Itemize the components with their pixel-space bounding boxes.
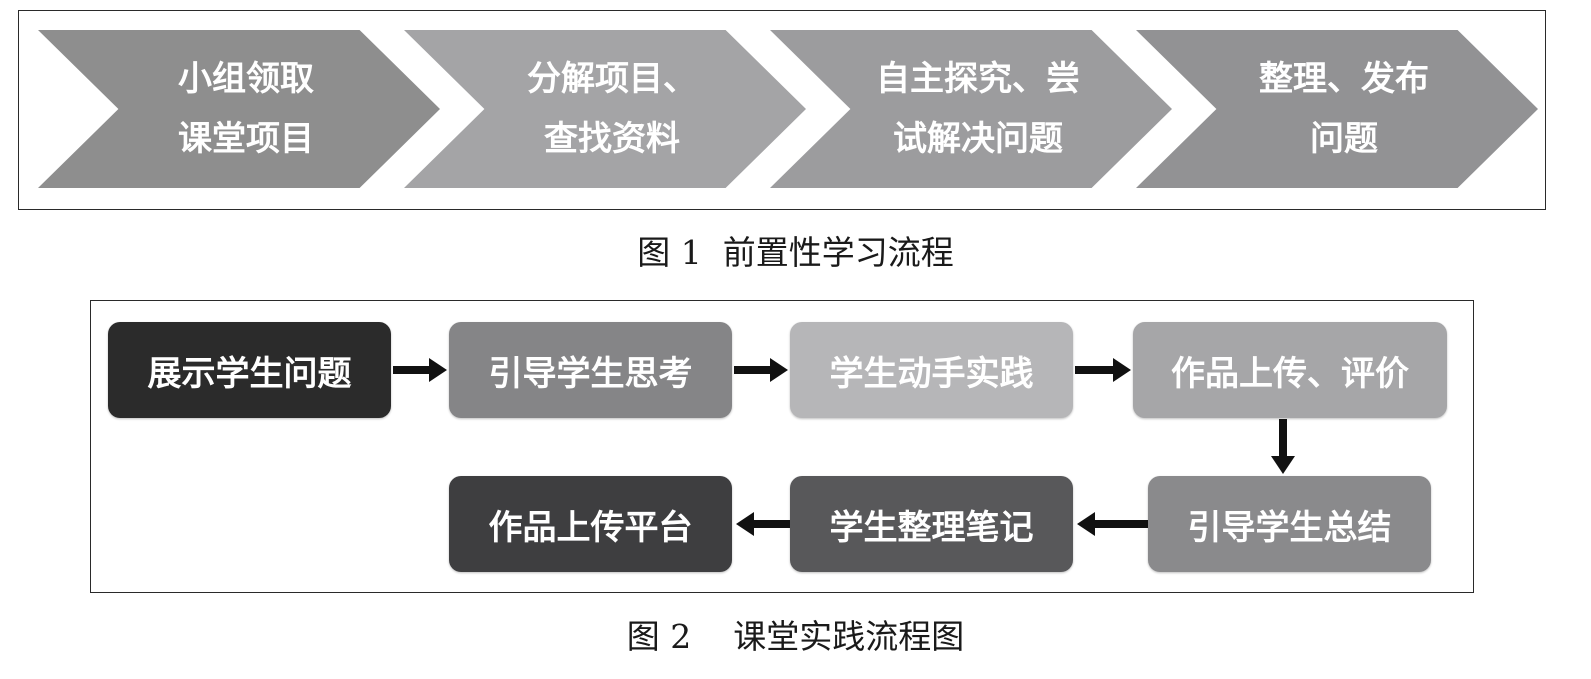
figure-2-caption: 图 2 课堂实践流程图 bbox=[626, 617, 965, 656]
flow-node-upload-evaluate: 作品上传、评价 bbox=[1133, 322, 1447, 418]
chevron-step-3-line-1: 自主探究、尝 bbox=[876, 59, 1080, 99]
chevron-step-1-line-1: 小组领取 bbox=[178, 59, 314, 99]
chevron-step-3-line-2: 试解决问题 bbox=[893, 119, 1063, 159]
chevron-step-4-text: 整理、发布 问题 bbox=[1245, 49, 1429, 169]
flow-node-guide-thinking: 引导学生思考 bbox=[449, 322, 732, 418]
chevron-step-1-line-2: 课堂项目 bbox=[178, 119, 314, 159]
chevron-step-1-text: 小组领取 课堂项目 bbox=[164, 49, 314, 169]
chevron-step-2-line-1: 分解项目、 bbox=[527, 59, 697, 99]
chevron-step-4-line-2: 问题 bbox=[1310, 119, 1378, 159]
flow-node-guide-summary: 引导学生总结 bbox=[1148, 476, 1431, 572]
chevron-step-4: 整理、发布 问题 bbox=[1136, 30, 1538, 188]
flow-node-hands-on-practice: 学生动手实践 bbox=[790, 322, 1073, 418]
flow-node-upload-platform: 作品上传平台 bbox=[449, 476, 732, 572]
chevron-step-3-text: 自主探究、尝 试解决问题 bbox=[862, 49, 1080, 169]
flow-node-show-problem: 展示学生问题 bbox=[108, 322, 391, 418]
figure-1-caption: 图 1 前置性学习流程 bbox=[637, 233, 954, 272]
arrow-right-icon bbox=[734, 358, 788, 382]
arrow-down-icon bbox=[1271, 419, 1295, 474]
chevron-step-2-line-2: 查找资料 bbox=[544, 119, 680, 159]
flow-node-organize-notes: 学生整理笔记 bbox=[790, 476, 1073, 572]
arrow-left-icon bbox=[1077, 512, 1148, 536]
chevron-step-1: 小组领取 课堂项目 bbox=[38, 30, 440, 188]
arrow-right-icon bbox=[1075, 358, 1131, 382]
chevron-step-4-line-1: 整理、发布 bbox=[1259, 59, 1429, 99]
chevron-step-2-text: 分解项目、 查找资料 bbox=[513, 49, 697, 169]
arrow-right-icon bbox=[393, 358, 447, 382]
arrow-left-icon bbox=[736, 512, 790, 536]
